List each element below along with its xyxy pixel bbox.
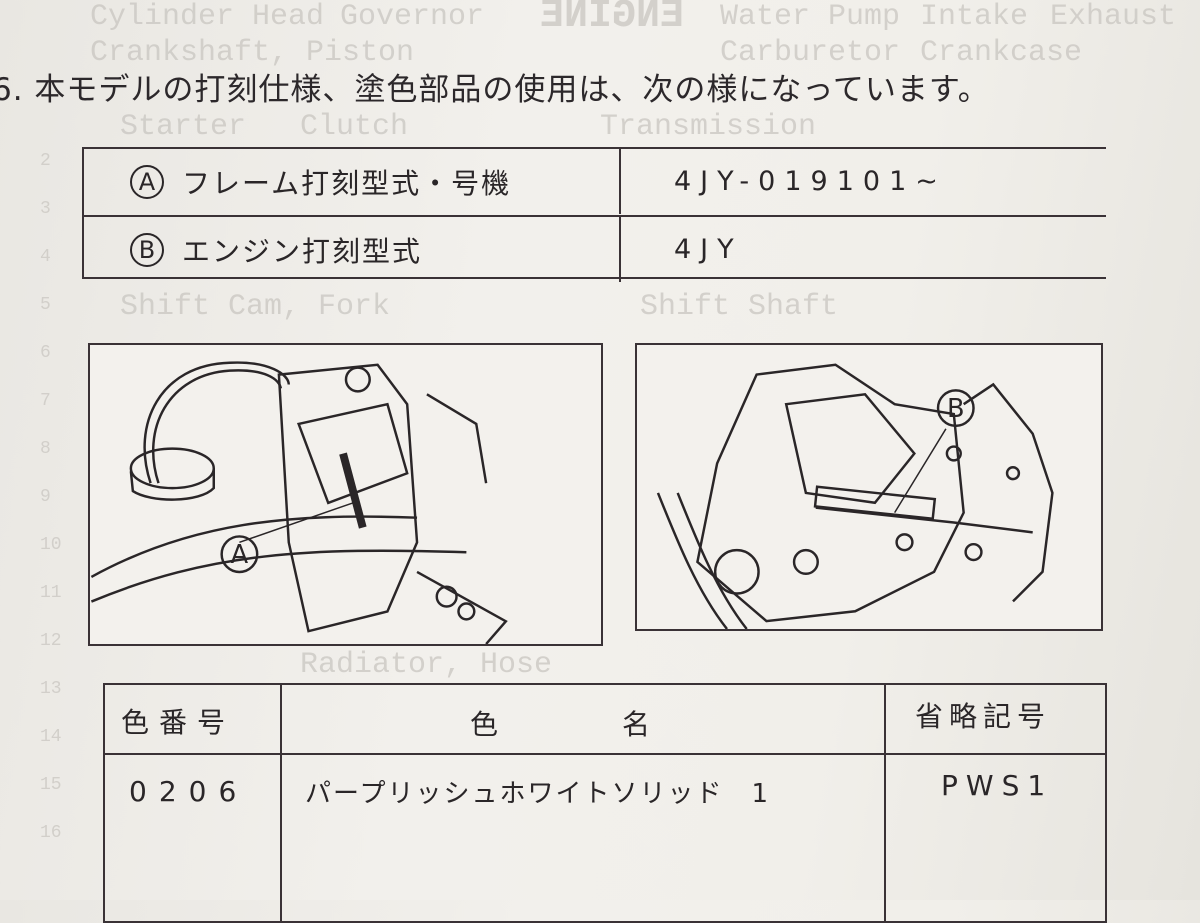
marker-a-icon: A <box>130 164 164 199</box>
stamp-label: フレーム打刻型式・号機 <box>182 166 512 200</box>
stamp-row-frame: A フレーム打刻型式・号機 4JY-019101~ <box>84 149 1106 214</box>
ghost-number: 11 <box>40 583 62 603</box>
stamp-value: 4JY <box>674 234 743 265</box>
ghost-item: Radiator, Hose <box>300 648 553 682</box>
header-color-name: 色 名 <box>470 708 661 741</box>
engine-stamp-illustration: B <box>635 343 1103 631</box>
page-heading: 6. 本モデルの打刻仕様、塗色部品の使用は、次の様になっています。 <box>0 72 990 108</box>
ghost-item: Starter <box>120 110 247 144</box>
stamp-label: エンジン打刻型式 <box>182 234 423 268</box>
ghost-number: 13 <box>40 679 62 699</box>
ghost-number: 8 <box>40 439 51 459</box>
ghost-item: Crankshaft, Piston <box>90 36 415 70</box>
header-abbreviation: 省略記号 <box>915 700 1052 733</box>
ghost-number: 5 <box>40 295 51 315</box>
frame-stamp-illustration: A <box>88 343 603 646</box>
ghost-number: 14 <box>40 727 62 747</box>
stamp-row-engine: B エンジン打刻型式 4JY <box>84 215 1106 282</box>
ghost-number: 15 <box>40 775 62 795</box>
marker-b-icon: B <box>130 232 164 267</box>
ghost-title: ENGINE <box>540 0 685 39</box>
ghost-item: Water Pump <box>720 0 901 34</box>
ghost-number: 3 <box>40 199 51 219</box>
ghost-item: Shift Cam, Fork <box>120 290 391 324</box>
ghost-number: 2 <box>40 151 51 171</box>
ghost-number: 6 <box>40 343 51 363</box>
ghost-item: Exhaust <box>1050 0 1177 34</box>
ghost-number: 9 <box>40 487 51 507</box>
ghost-number: 4 <box>40 247 51 267</box>
header-color-code: 色番号 <box>121 706 236 739</box>
ghost-item: Cylinder Head <box>90 0 325 34</box>
color-table: 色番号 色 名 省略記号 0206 パープリッシュホワイトソリッド 1 PWS1 <box>103 683 1107 923</box>
ghost-item: Crankcase <box>920 36 1083 70</box>
abbreviation-cell: PWS1 <box>941 769 1054 802</box>
ghost-number: 16 <box>40 823 62 843</box>
ghost-number: 12 <box>40 631 62 651</box>
figure-marker-a: A <box>231 540 249 570</box>
ghost-item: Carburetor <box>720 36 901 70</box>
color-code-cell: 0206 <box>129 775 249 808</box>
ghost-item: Transmission <box>600 110 817 144</box>
ghost-number: 7 <box>40 391 51 411</box>
stamp-value: 4JY-019101~ <box>674 166 947 197</box>
figure-marker-b: B <box>947 394 965 424</box>
ghost-item: Shift Shaft <box>640 290 839 324</box>
ghost-item: Clutch <box>300 110 409 144</box>
ghost-item: Intake <box>920 0 1029 34</box>
ghost-number: 10 <box>40 535 62 555</box>
color-name-cell: パープリッシュホワイトソリッド 1 <box>305 779 770 809</box>
stamp-table: A フレーム打刻型式・号機 4JY-019101~ B エンジン打刻型式 4JY <box>82 147 1106 282</box>
ghost-item: Governor <box>340 0 485 34</box>
